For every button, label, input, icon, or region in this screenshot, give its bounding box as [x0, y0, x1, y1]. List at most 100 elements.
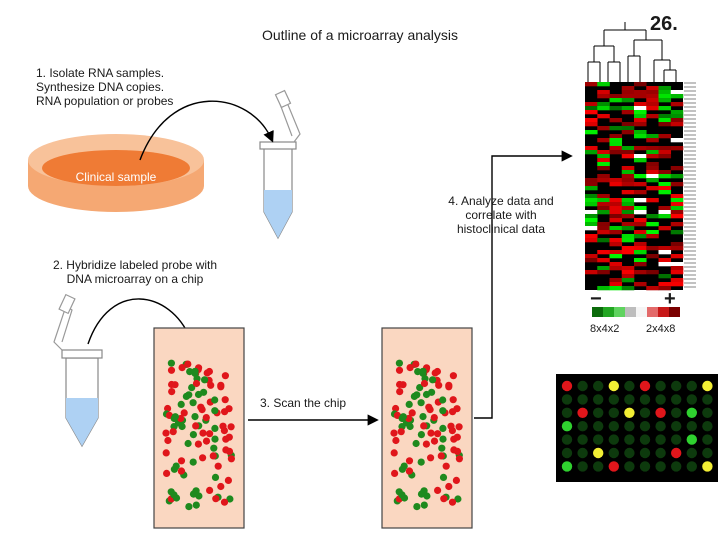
chip-spot [191, 367, 199, 375]
scale-swatch [669, 307, 680, 317]
scale-low-label: 8x4x2 [590, 323, 620, 335]
chip-spot [206, 486, 214, 494]
scan-spot [608, 394, 619, 405]
chip-spot [445, 383, 453, 391]
chip-spot [427, 454, 435, 462]
chip-spot [414, 368, 422, 376]
heatmap-cell [585, 122, 598, 127]
heatmap-cell [634, 122, 647, 127]
heatmap-cell [597, 210, 610, 215]
chip-spot [180, 409, 188, 417]
heatmap-cell [621, 106, 635, 111]
chip-spot [391, 469, 399, 477]
heatmap-cell [646, 254, 659, 259]
chip-spot [192, 501, 200, 509]
heatmap-cell [670, 166, 684, 171]
chip-spot [225, 447, 234, 455]
heatmap-cell [646, 146, 659, 151]
scan-spot [577, 447, 588, 459]
heatmap-cell [597, 258, 610, 263]
scan-spot [686, 461, 697, 472]
chip-spot [189, 431, 197, 439]
heatmap-cell [621, 98, 635, 103]
heatmap-cell [634, 174, 647, 179]
heatmap-cell [609, 242, 623, 247]
chip-spot [396, 388, 404, 396]
chip-spot [453, 433, 461, 441]
chip-spot [419, 413, 427, 421]
heatmap-cell [585, 150, 598, 155]
heatmap-cell [646, 270, 659, 275]
heatmap-cell [597, 178, 610, 183]
scan-spot [655, 421, 666, 432]
scan-spot [561, 407, 573, 418]
chip-spot [439, 473, 448, 481]
scan-spot [608, 407, 619, 418]
heatmap-cell [621, 86, 635, 91]
chip-spot [455, 423, 463, 431]
chip-spot [220, 498, 229, 506]
chip-spot [397, 428, 405, 436]
heatmap-cell [621, 246, 635, 251]
scan-spot [624, 394, 635, 405]
step-2-label: 2. Hybridize labeled probe with DNA micr… [52, 258, 218, 286]
scan-spot [686, 407, 697, 418]
heatmap-cell [658, 150, 672, 155]
chip-spot [189, 458, 197, 466]
chip-spot [202, 414, 210, 422]
heatmap-cell [597, 250, 610, 255]
chip-spot [429, 376, 437, 384]
heatmap-cell [658, 206, 672, 211]
chip-spot [199, 454, 207, 462]
chip-spot [162, 429, 170, 437]
heatmap-cell [609, 106, 623, 111]
heatmap-cell [597, 126, 610, 131]
scan-spot [639, 461, 651, 472]
chip-spot [209, 452, 217, 460]
chip-spot [192, 379, 201, 388]
scan-spot [624, 407, 635, 418]
heatmap-cell [609, 210, 623, 215]
scale-swatch [614, 307, 625, 317]
heatmap-cell [609, 146, 623, 151]
heatmap-cell [670, 198, 684, 203]
chip-spot [396, 380, 404, 389]
heatmap-cell [646, 222, 659, 227]
heatmap-cell [621, 170, 635, 175]
scan-spot [702, 394, 713, 405]
scan-spot [577, 434, 588, 445]
heatmap-cell [597, 238, 610, 243]
heatmap-cell [597, 206, 610, 211]
chip-spot [191, 413, 199, 421]
heatmap-cell [634, 258, 647, 263]
scanned-array-image [556, 374, 718, 482]
scan-spot [593, 447, 604, 459]
heatmap-cell [621, 210, 635, 215]
chip-spot [170, 465, 178, 473]
heatmap-cell [621, 182, 635, 187]
heatmap-cell [609, 202, 623, 207]
expression-heatmap [585, 82, 696, 291]
scan-spot [577, 394, 588, 405]
heatmap-cell [670, 278, 684, 283]
scan-spot [686, 421, 697, 432]
chip-spot [224, 476, 232, 484]
heatmap-cell [634, 158, 647, 163]
heatmap-cell [646, 178, 659, 183]
scan-spot [624, 447, 635, 459]
heatmap-cell [634, 130, 647, 135]
heatmap-cell [609, 138, 623, 143]
heatmap-cell [634, 222, 647, 227]
heatmap-cell [634, 270, 647, 275]
heatmap-cell [634, 246, 647, 251]
heatmap-cell [634, 210, 647, 215]
chip-spot [171, 413, 179, 421]
chip-spot [177, 457, 186, 465]
chip-spot [162, 449, 170, 457]
scan-spot [671, 421, 682, 432]
heatmap-cell [621, 178, 635, 183]
heatmap-cell [670, 210, 684, 215]
heatmap-cell [597, 94, 610, 99]
heatmap-cell [646, 134, 659, 139]
heatmap-cell [670, 94, 684, 99]
